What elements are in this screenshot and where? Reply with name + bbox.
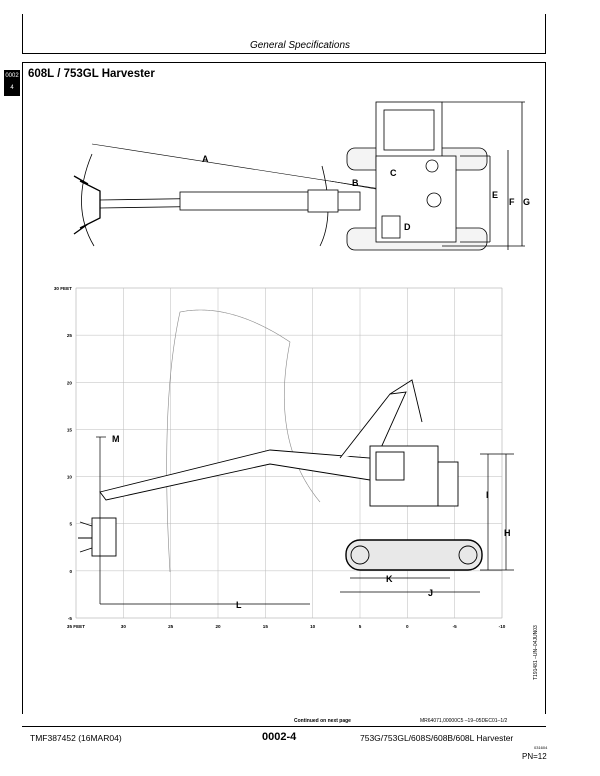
label-D: D <box>404 222 411 232</box>
top-view-drawing: A B C D E F G <box>73 101 530 251</box>
reference-code: MR64071,00000C5 –19–05DEC01–1/2 <box>420 718 508 724</box>
y-tick-label: 30 FEET <box>54 286 72 291</box>
section-tab: 0002 4 <box>4 70 20 96</box>
label-H: H <box>504 528 511 538</box>
section-tab-line2: 4 <box>10 85 14 91</box>
pn-number: PN=12 <box>522 752 547 761</box>
label-M: M <box>112 434 120 444</box>
small-code: 031604 <box>534 745 548 750</box>
y-tick-label: -5 <box>68 616 73 621</box>
x-tick-label: -5 <box>453 624 458 629</box>
header-right-rule <box>545 14 546 54</box>
header-title: General Specifications <box>249 40 351 51</box>
label-I: I <box>486 490 489 500</box>
label-C: C <box>390 168 397 178</box>
continued-note: Continued on next page <box>294 718 351 724</box>
side-view-drawing: 30 FEET 25 20 15 10 5 0 -5 35 FEET 30 25 20 15 10 5 0 -… <box>54 286 514 629</box>
harvester-head <box>73 175 101 235</box>
x-tick-label: -10 <box>499 624 506 629</box>
label-G: G <box>523 197 530 207</box>
label-F: F <box>509 197 515 207</box>
y-tick-label: 0 <box>69 569 72 574</box>
side-figure-code: T191481 –UN–04JUN03 <box>533 625 539 680</box>
y-tick-label: 5 <box>69 522 72 527</box>
page-number: 0002-4 <box>262 731 297 743</box>
label-A: A <box>202 154 209 164</box>
y-tick-label: 15 <box>67 427 73 432</box>
x-tick-label: 35 FEET <box>67 624 85 629</box>
x-tick-label: 10 <box>310 624 316 629</box>
section-tab-line1: 0002 <box>5 73 19 79</box>
content-frame-left <box>22 62 23 714</box>
x-tick-label: 5 <box>359 624 362 629</box>
footer-rule <box>22 726 546 727</box>
x-tick-label: 30 <box>121 624 127 629</box>
label-L: L <box>236 600 242 610</box>
dimension-lines <box>96 436 514 605</box>
x-tick-label: 20 <box>215 624 221 629</box>
label-J: J <box>428 588 433 598</box>
x-tick-label: 0 <box>406 624 409 629</box>
page-heading: 608L / 753GL Harvester <box>28 68 155 80</box>
header-bottom-rule <box>22 53 546 54</box>
content-frame-top <box>22 62 546 63</box>
swing-arc <box>81 153 95 247</box>
y-tick-label: 20 <box>67 380 73 385</box>
x-tick-label: 25 <box>168 624 174 629</box>
content-frame-right <box>545 62 546 714</box>
header-left-rule <box>22 14 23 54</box>
label-E: E <box>492 190 498 200</box>
y-tick-label: 25 <box>67 333 73 338</box>
label-B: B <box>352 178 359 188</box>
machine-side <box>78 309 483 573</box>
model-list: 753G/753GL/608S/608B/608L Harvester <box>360 733 514 743</box>
y-tick-label: 10 <box>67 475 73 480</box>
label-K: K <box>386 574 393 584</box>
x-tick-label: 15 <box>263 624 269 629</box>
document-number: TMF387452 (16MAR04) <box>30 733 122 743</box>
